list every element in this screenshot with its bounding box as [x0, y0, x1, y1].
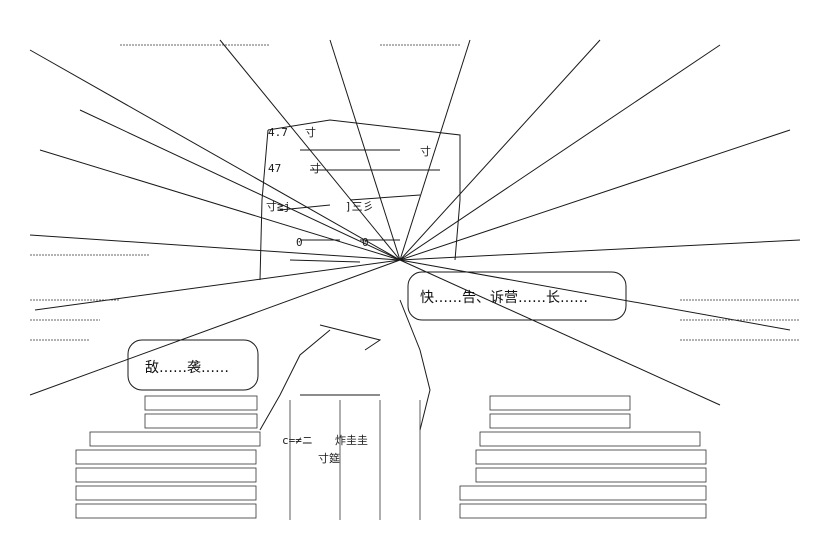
speech-bubble-right: 快……告、诉营……长…… — [407, 271, 627, 321]
burst-lines — [29, 39, 801, 406]
central-figure — [259, 119, 461, 431]
ascii-hat-1: 寸 — [305, 125, 316, 139]
ascii-face-eye-left: 寸≧j — [266, 199, 290, 213]
ground-pillars — [289, 400, 421, 520]
ground-blocks-right — [459, 395, 707, 519]
speech-bubble-right-text: 快……告、诉营……长…… — [420, 290, 588, 306]
ascii-ground-char2: 炸圭圭 — [335, 434, 368, 447]
ascii-ground-char: 寸筵 — [318, 451, 340, 465]
ascii-face-mouth2: 0 — [362, 236, 369, 249]
ground-blocks-left — [75, 395, 261, 519]
ascii-face-eye-right: ]三彡 — [345, 200, 374, 213]
ascii-fragments: 4.7 47 寸 寸 寸 寸≧j ]三彡 0 0 寸筵 炸圭圭 c=≠ニ — [266, 125, 431, 465]
speech-bubble-left: 敌……袭…… — [127, 339, 259, 391]
ascii-ground-char3: c=≠ニ — [282, 434, 313, 447]
ascii-47: 4.7 — [268, 126, 288, 139]
ascii-face-mouth: 0 — [296, 236, 303, 249]
dotted-bands — [30, 44, 800, 341]
ascii-hat-3: 寸 — [420, 144, 431, 158]
ascii-47b: 47 — [268, 162, 281, 175]
speech-bubble-left-text: 敌……袭…… — [145, 360, 229, 376]
ascii-hat-2: 寸 — [310, 161, 321, 175]
